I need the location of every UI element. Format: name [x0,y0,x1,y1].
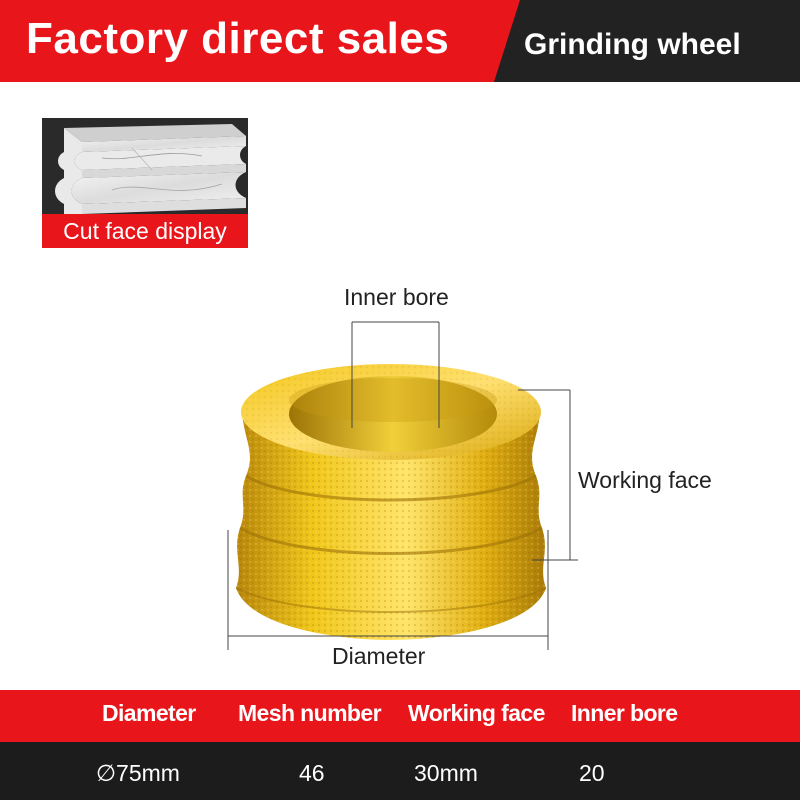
header-banner: Factory direct sales Grinding wheel [0,0,800,82]
grinding-wheel-illustration [227,321,578,650]
spec-header-mesh-number: Mesh number [238,700,382,726]
spec-header-diameter: Diameter [102,700,196,726]
diameter-label: Diameter [332,643,426,669]
spec-header-working-face: Working face [408,700,545,726]
spec-value-inner-bore: 20 [579,760,605,786]
spec-value-working-face: 30mm [414,760,478,786]
header-subtitle: Grinding wheel [524,28,741,61]
spec-table-row: ∅75mm 46 30mm 20 [0,742,800,800]
header-red-band [0,0,520,82]
inner-bore-label: Inner bore [344,284,449,310]
product-figure: Inner bore Working face Diameter [227,284,712,669]
header-title: Factory direct sales [26,14,450,63]
spec-value-mesh-number: 46 [299,760,325,786]
wheel-inner-bore [289,376,497,452]
spec-value-diameter: ∅75mm [96,760,180,786]
marble-molding-illustration [42,118,248,248]
cut-face-caption: Cut face display [42,214,248,248]
working-face-label: Working face [578,467,712,493]
spec-header-inner-bore: Inner bore [571,700,678,726]
spec-table-header: Diameter Mesh number Working face Inner … [0,690,800,742]
